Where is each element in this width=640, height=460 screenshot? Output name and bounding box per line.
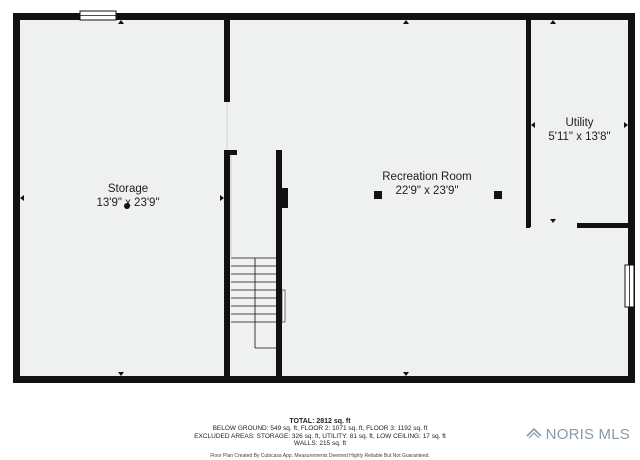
area-line-floors: BELOW GROUND: 549 sq. ft, FLOOR 2: 1071 … <box>212 425 428 433</box>
disclaimer-text: Floor Plan Created By Cubicasa App. Meas… <box>210 453 430 459</box>
utility-dims: 5'11" x 13'8" <box>548 131 611 143</box>
recreation-dims: 22'9" x 23'9" <box>395 185 459 197</box>
area-summary: TOTAL: 2812 sq. ft BELOW GROUND: 549 sq.… <box>120 418 520 447</box>
total-area: TOTAL: 2812 sq. ft <box>289 418 351 425</box>
wall-ticks <box>20 20 628 376</box>
stair-rail <box>281 289 286 323</box>
room-label-recreation: Recreation Room 22'9" x 23'9" <box>357 170 497 198</box>
window-right <box>624 264 635 308</box>
recreation-name: Recreation Room <box>382 171 472 183</box>
support-post-left <box>374 191 382 199</box>
room-label-utility: Utility 5'11" x 13'8" <box>531 116 628 144</box>
area-line-walls: WALLS: 215 sq. ft <box>293 439 347 447</box>
house-roof-icon <box>526 427 542 438</box>
storage-post <box>124 203 130 209</box>
support-post-right <box>494 191 502 199</box>
room-label-storage: Storage 13'9" x 23'9" <box>68 182 188 210</box>
noris-mls-logo: NORIS MLS <box>526 426 630 443</box>
window-top <box>79 10 117 21</box>
storage-name: Storage <box>107 183 149 195</box>
utility-name: Utility <box>565 117 594 129</box>
logo-text: NORIS MLS <box>545 426 630 443</box>
exterior-walls <box>13 13 635 383</box>
staircase <box>230 155 276 349</box>
area-line-excluded: EXCLUDED AREAS: STORAGE: 326 sq. ft, UTI… <box>194 432 446 440</box>
storage-dims: 13'9" x 23'9" <box>96 197 160 209</box>
interior-walls <box>224 18 630 380</box>
